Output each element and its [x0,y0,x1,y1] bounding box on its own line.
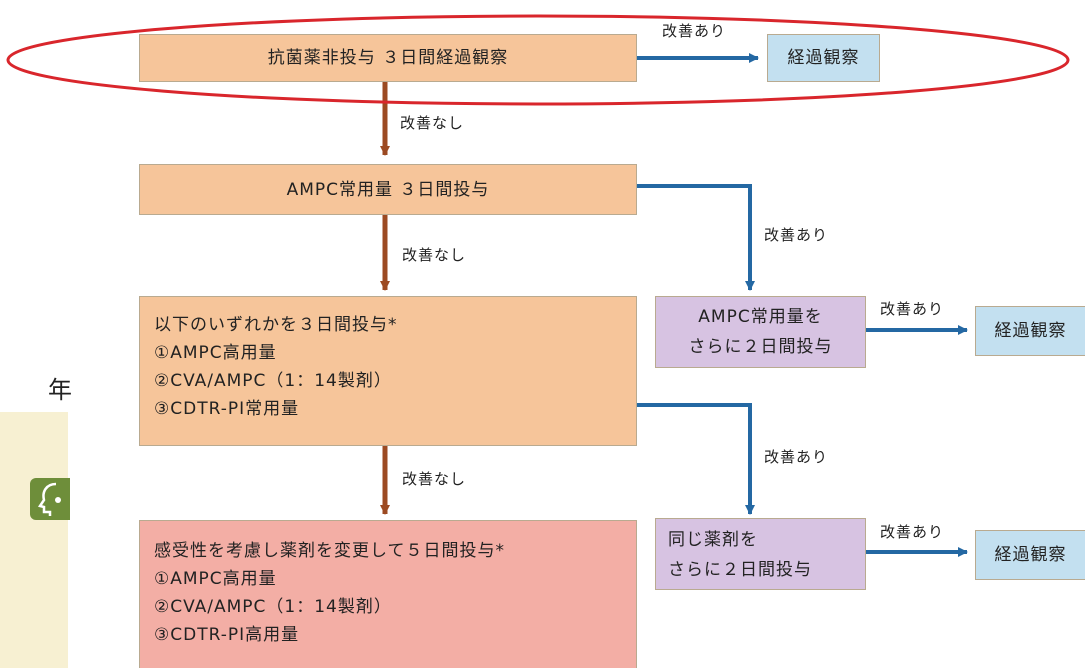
label-not-improved-2: 改善なし [402,246,467,264]
highlight-ellipse [6,14,1070,106]
node-no-antibiotic-text: 抗菌薬非投与 ３日間経過観察 [267,48,509,68]
node-no-antibiotic: 抗菌薬非投与 ３日間経過観察 [139,34,637,82]
third-line-option-3: ③CDTR-PI高用量 [154,625,300,645]
third-line-option-2: ②CVA/AMPC（1：14製剤） [154,597,392,617]
node-observe-2: 経過観察 [975,306,1085,356]
node-observe-1-text: 経過観察 [787,48,860,68]
second-line-heading: 以下のいずれかを３日間投与* [154,315,398,335]
label-improved-1: 改善あり [662,22,727,40]
left-fragment-char: 年 [48,376,72,404]
node-observe-1: 経過観察 [767,34,880,82]
node-ampc-standard: AMPC常用量 ３日間投与 [139,164,637,215]
label-improved-3: 改善あり [880,300,945,318]
same-drug-line-1: 同じ薬剤を [668,530,758,550]
third-line-heading: 感受性を考慮し薬剤を変更して５日間投与* [154,541,505,561]
label-improved-4: 改善あり [764,448,829,466]
ampc-continue-line-1: AMPC常用量を [698,307,823,327]
left-fragment-panel [0,412,68,668]
second-line-option-2: ②CVA/AMPC（1：14製剤） [154,371,392,391]
label-improved-5: 改善あり [880,523,945,541]
label-improved-2: 改善あり [764,226,829,244]
node-observe-3-text: 経過観察 [994,545,1067,565]
ampc-continue-line-2: さらに２日間投与 [688,337,833,357]
second-line-option-1: ①AMPC高用量 [154,343,277,363]
arrow-improve-3 [637,403,755,515]
third-line-option-1: ①AMPC高用量 [154,569,277,589]
node-ampc-continue: AMPC常用量を さらに２日間投与 [655,296,866,368]
second-line-option-3: ③CDTR-PI常用量 [154,399,300,419]
same-drug-line-2: さらに２日間投与 [668,560,812,580]
node-ampc-standard-text: AMPC常用量 ３日間投与 [286,179,490,200]
node-third-line: 感受性を考慮し薬剤を変更して５日間投与* ①AMPC高用量 ②CVA/AMPC（… [139,520,637,668]
label-not-improved-1: 改善なし [400,114,465,132]
node-observe-2-text: 経過観察 [994,321,1067,341]
arrow-improve-2 [637,184,755,291]
node-second-line: 以下のいずれかを３日間投与* ①AMPC高用量 ②CVA/AMPC（1：14製剤… [139,296,637,446]
label-not-improved-3: 改善なし [402,470,467,488]
head-profile-icon [30,478,70,520]
node-same-drug-continue: 同じ薬剤を さらに２日間投与 [655,518,866,590]
node-observe-3: 経過観察 [975,530,1085,580]
